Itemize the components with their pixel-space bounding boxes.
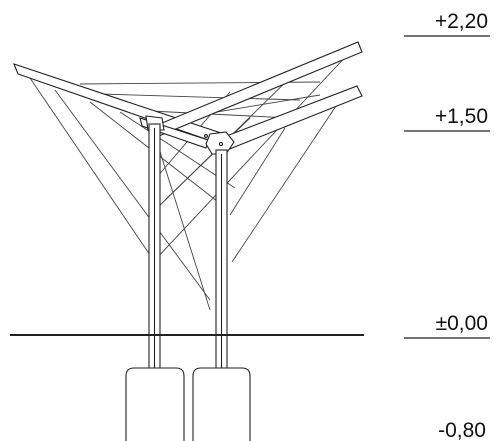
- joint-bolt: [204, 134, 208, 138]
- level-label-mid: +1,50: [435, 105, 488, 128]
- level-marker-ground: ±0,00: [404, 312, 490, 339]
- cable-rod: [99, 93, 301, 101]
- level-marker-top: +2,20: [404, 10, 490, 37]
- roof-beam: [13, 63, 225, 145]
- cable-rod: [154, 51, 351, 261]
- level-markers: +2,20 +1,50 ±0,00 -0,80: [404, 10, 490, 441]
- columns: [148, 123, 228, 387]
- cable-rod: [164, 117, 251, 201]
- cable-rod: [229, 127, 286, 216]
- level-label-ground: ±0,00: [436, 312, 488, 335]
- level-marker-foundation: -0,80: [438, 419, 486, 441]
- roof-beam: [149, 41, 363, 139]
- level-label-foundation: -0,80: [438, 419, 486, 441]
- foundation-left: [125, 367, 185, 441]
- joint-bolt: [218, 141, 224, 147]
- cable-rod: [231, 99, 341, 263]
- level-label-top: +2,20: [435, 10, 488, 33]
- foundation-right: [192, 367, 251, 441]
- cable-rod: [54, 89, 211, 301]
- foundations: [125, 367, 251, 441]
- level-marker-mid: +1,50: [404, 105, 490, 132]
- cable-rod: [29, 77, 151, 256]
